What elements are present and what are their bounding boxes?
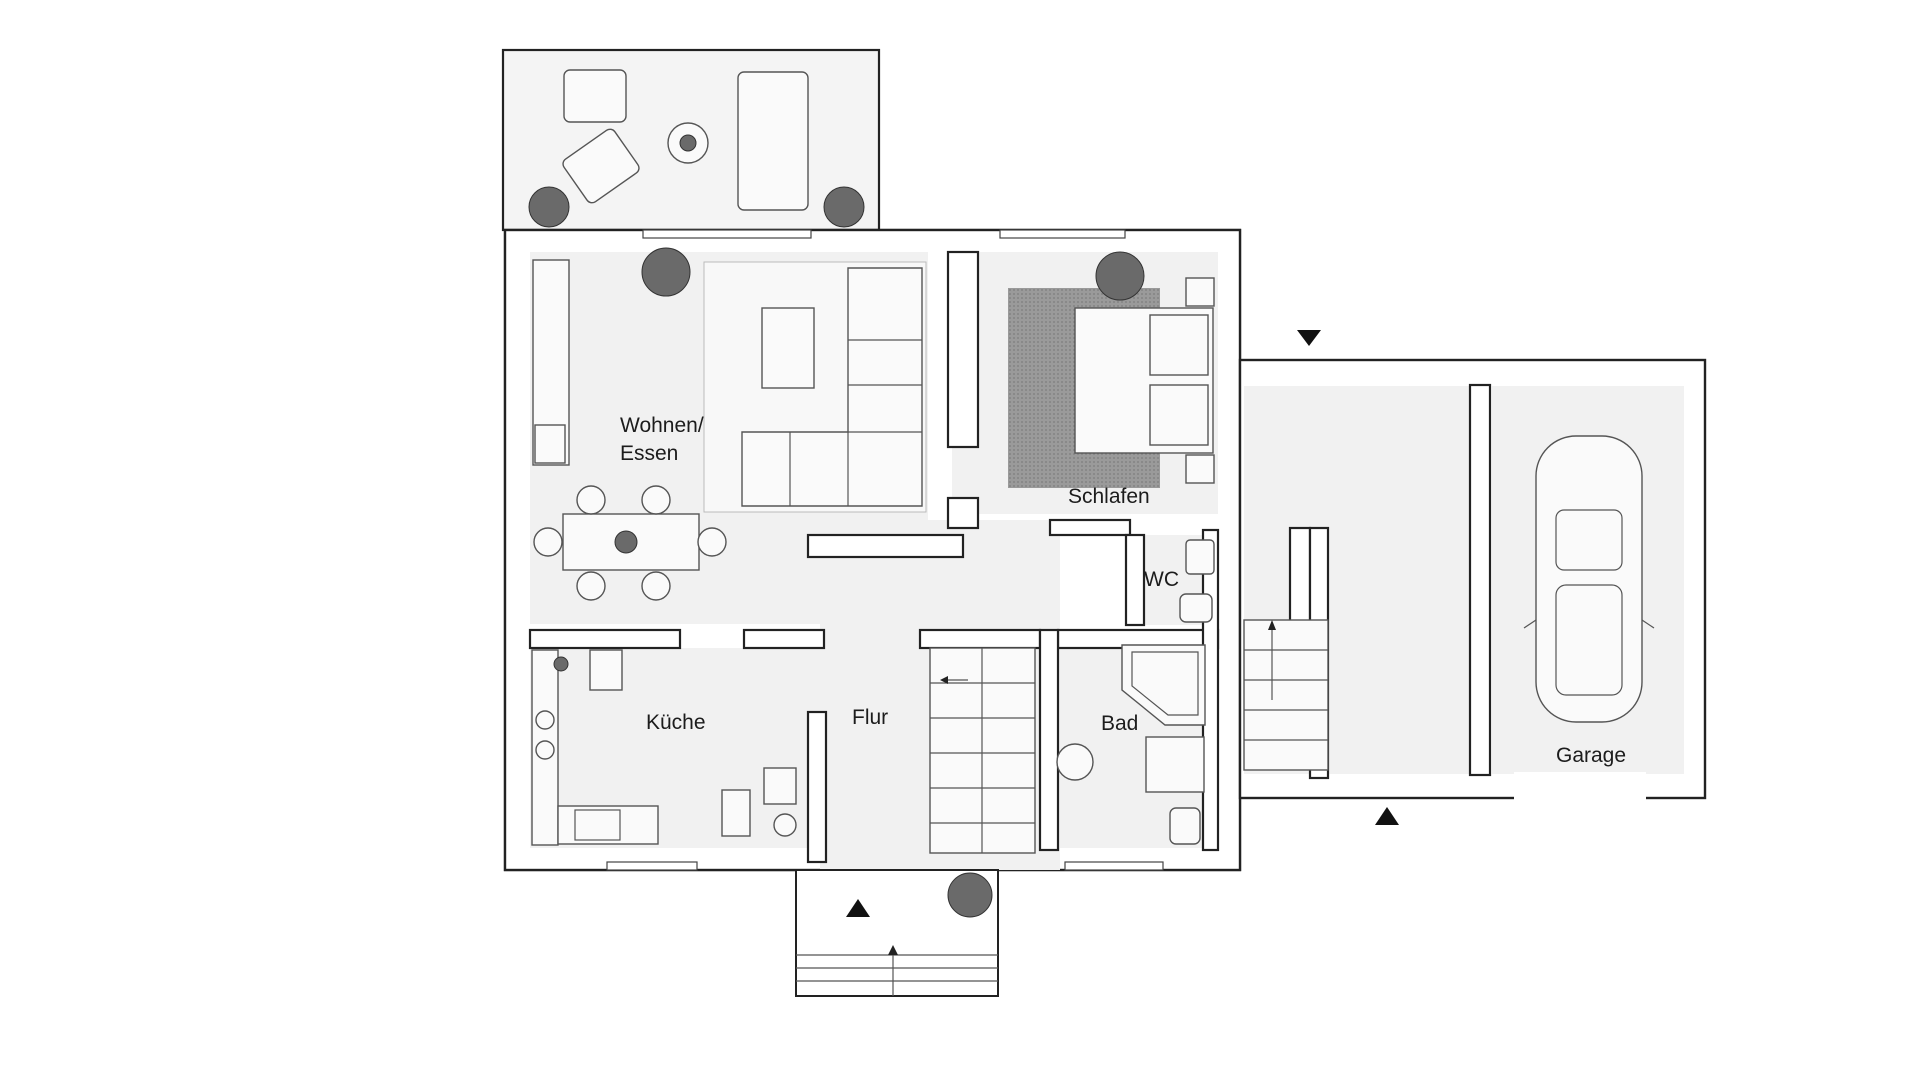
room-label-kueche: Küche: [646, 711, 706, 734]
table: [763, 767, 797, 805]
nightstand: [1185, 454, 1215, 484]
potted-plant: [641, 247, 691, 297]
room-label-flur: Flur: [852, 706, 888, 729]
bedroom-furniture: [1008, 251, 1215, 488]
entrance-markers: [846, 330, 1399, 917]
annex: [1238, 358, 1707, 800]
room-label-garage: Garage: [1556, 744, 1626, 767]
kitchen-fixtures: [531, 649, 797, 846]
coffee-table: [761, 307, 815, 389]
room-label-bad: Bad: [1101, 712, 1138, 735]
bathroom-fixtures: [1056, 644, 1206, 845]
toilet: [1169, 807, 1201, 845]
staircase: [929, 647, 1036, 854]
fridge: [589, 649, 623, 691]
car: [1523, 435, 1655, 723]
annex-entrance-marker-top: [1297, 330, 1321, 346]
potted-plant: [823, 186, 865, 228]
counter: [557, 805, 659, 845]
chair: [721, 789, 751, 837]
main-entrance-marker: [846, 899, 870, 917]
lounge-chair: [562, 128, 640, 204]
wc-fixtures: [1179, 539, 1215, 623]
potted-plant: [528, 186, 570, 228]
room-labels: Wohnen/ Essen Schlafen WC Küche Flur Bad…: [620, 414, 1626, 767]
room-label-wohnen: Wohnen/ Essen: [620, 414, 710, 465]
sofa: [737, 71, 809, 211]
potted-plant: [947, 872, 993, 918]
entry-steps: [795, 869, 999, 997]
lounge-chair: [563, 69, 627, 123]
room-label-wc: WC: [1144, 568, 1179, 591]
corner-bath: [1121, 644, 1206, 726]
annex-entrance-marker-bottom: [1375, 807, 1399, 825]
living-furniture: [532, 247, 927, 601]
terrace: [501, 48, 881, 232]
room-label-schlafen: Schlafen: [1068, 485, 1150, 508]
nightstand: [1185, 277, 1215, 307]
potted-plant: [1095, 251, 1145, 301]
sink: [1056, 743, 1094, 781]
